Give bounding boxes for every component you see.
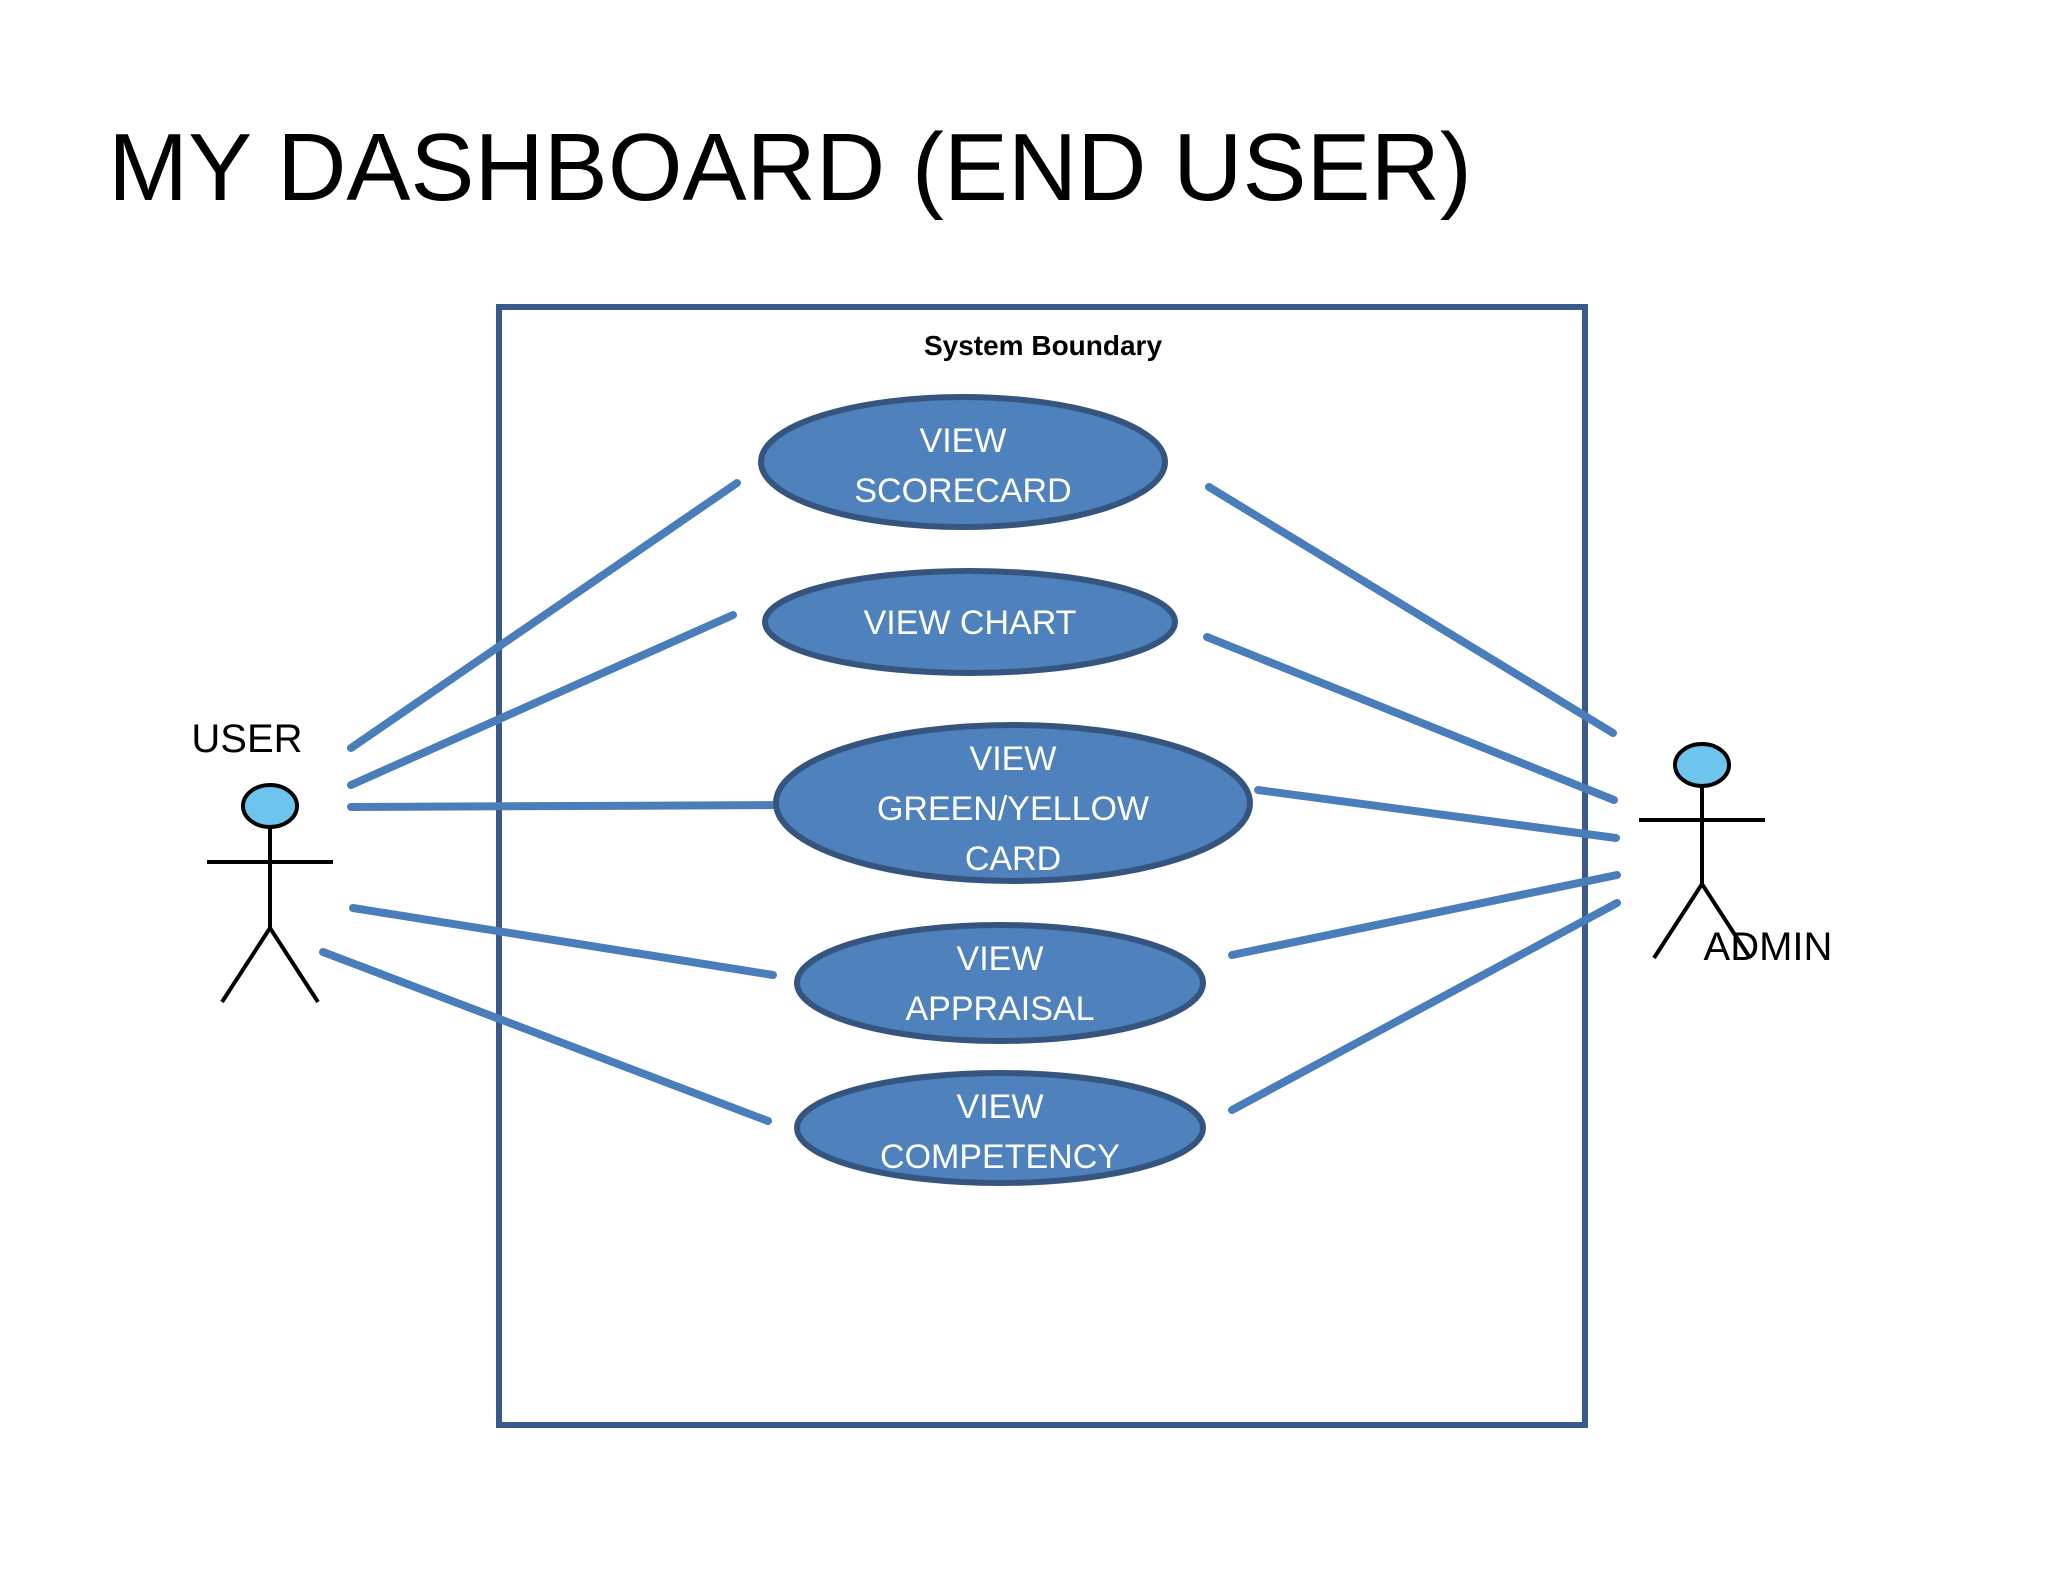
actor-leg-left-line [1652, 882, 1704, 960]
use-case-label-line2: SCORECARD [854, 472, 1071, 510]
actor-admin[interactable]: ADMIN [1639, 742, 1833, 969]
use-case-ellipse[interactable] [762, 568, 1178, 676]
use-case-label-line1: VIEW [957, 940, 1044, 978]
actor-user-label: USER [191, 717, 302, 761]
use-case-view-appraisal[interactable]: VIEW APPRAISAL [794, 922, 1206, 1044]
use-case-view-chart[interactable]: VIEW CHART [762, 568, 1178, 676]
actor-user-figure[interactable] [207, 783, 333, 1004]
association-admin-view-greenyellow-card [1254, 786, 1620, 842]
use-case-label-line1: VIEW [970, 740, 1057, 778]
association-user-view-chart [347, 611, 737, 789]
use-case-label-line1: VIEW [920, 422, 1007, 460]
use-case-label-line3: CARD [965, 840, 1061, 878]
use-case-ellipse[interactable] [794, 1070, 1206, 1186]
use-case-label-line1: VIEW CHART [864, 604, 1077, 642]
association-user-view-competency [319, 948, 772, 1125]
actor-head-icon [1673, 742, 1731, 788]
use-case-ellipse[interactable] [773, 722, 1253, 884]
actor-leg-left-line [220, 926, 272, 1004]
association-admin-view-scorecard [1205, 483, 1617, 737]
association-admin-view-chart [1203, 633, 1618, 804]
association-admin-view-appraisal [1228, 871, 1621, 959]
use-case-ellipse[interactable] [794, 922, 1206, 1044]
actor-admin-label: ADMIN [1704, 925, 1833, 969]
association-lines [319, 479, 1621, 1125]
use-case-label-line2: COMPETENCY [880, 1138, 1120, 1176]
association-admin-view-competency [1228, 899, 1621, 1114]
diagram-title: MY DASHBOARD (END USER) [108, 114, 1472, 221]
actor-admin-figure[interactable] [1639, 742, 1765, 960]
system-boundary-label: System Boundary [924, 330, 1162, 361]
actor-leg-right-line [1700, 882, 1752, 960]
use-case-label-line2: GREEN/YELLOW [877, 790, 1149, 828]
use-case-view-scorecard[interactable]: VIEW SCORECARD [758, 394, 1168, 530]
association-user-view-greenyellow-card [347, 801, 794, 811]
use-case-ellipse[interactable] [758, 394, 1168, 530]
actor-user[interactable]: USER [191, 717, 333, 1004]
actor-head-icon [241, 783, 299, 829]
use-case-label-line2: APPRAISAL [906, 990, 1095, 1028]
use-case-view-competency[interactable]: VIEW COMPETENCY [794, 1070, 1206, 1186]
association-user-view-appraisal [349, 904, 777, 979]
association-user-view-scorecard [347, 479, 741, 752]
use-case-label-line1: VIEW [957, 1088, 1044, 1126]
actor-leg-right-line [268, 926, 320, 1004]
use-case-view-greenyellow-card[interactable]: VIEW GREEN/YELLOW CARD [773, 722, 1253, 884]
